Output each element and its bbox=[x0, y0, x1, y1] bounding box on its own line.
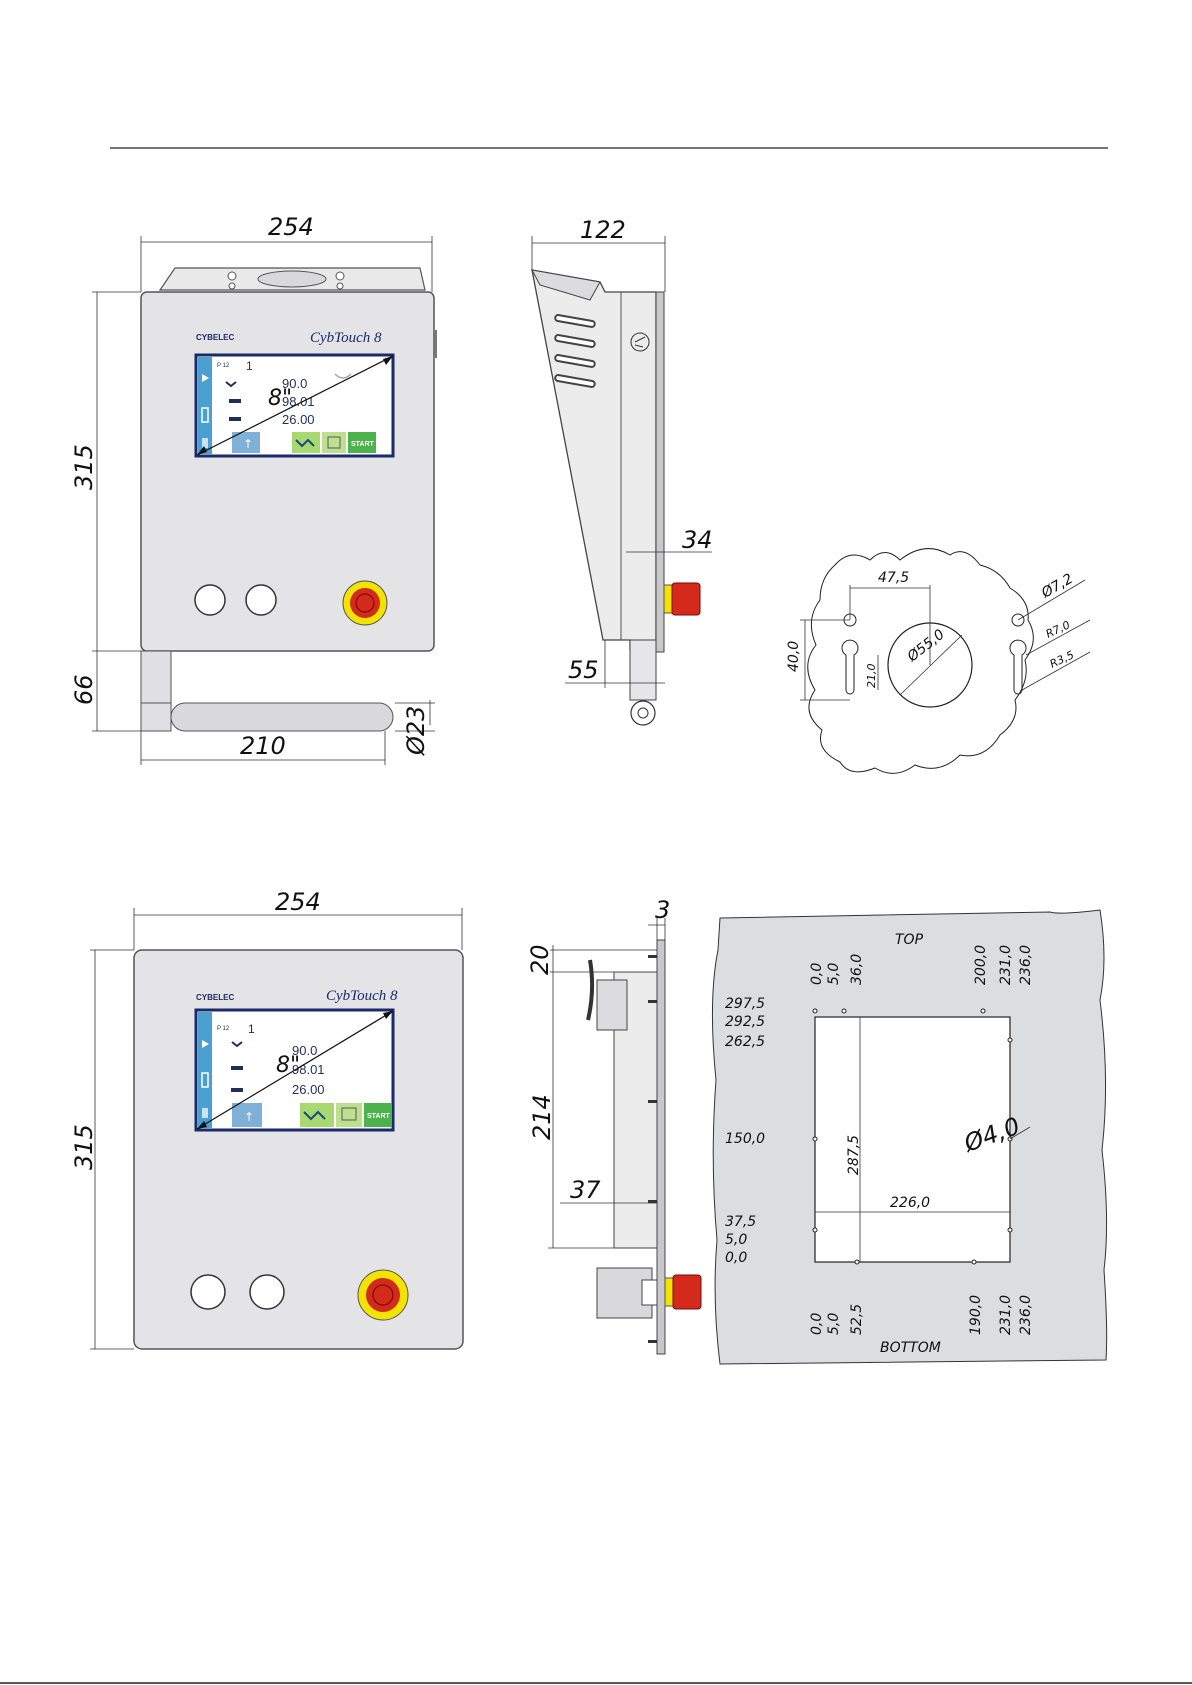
cutout-bottom-x-0: 0,0 bbox=[809, 1313, 825, 1335]
cutout-left-y-2: 262,5 bbox=[725, 1034, 765, 1050]
emergency-stop-bottom bbox=[357, 1269, 409, 1321]
screen-value-x: 98.01 bbox=[282, 394, 315, 409]
model-name-top: CybTouch 8 bbox=[310, 330, 382, 346]
model-name-bottom: CybTouch 8 bbox=[326, 988, 398, 1004]
dim-width-bottom: 254 bbox=[275, 888, 321, 916]
screen-value-x-bottom: 98.01 bbox=[292, 1062, 325, 1077]
cutout-top-x-2: 36,0 bbox=[849, 954, 865, 985]
screen-value-y: 26.00 bbox=[282, 412, 315, 427]
dim-width-top: 254 bbox=[268, 213, 314, 241]
screen-value-y-bottom: 26.00 bbox=[292, 1082, 325, 1097]
cutout-left-y-1: 292,5 bbox=[725, 1014, 765, 1030]
emergency-stop-top bbox=[342, 580, 388, 626]
dim-arm-length: 210 bbox=[240, 732, 286, 760]
cutout-left-y-0: 297,5 bbox=[725, 996, 765, 1012]
brand-logo-bottom: CYBELEC bbox=[196, 993, 234, 1002]
svg-text:↑: ↑ bbox=[243, 437, 253, 451]
cutout-top-x-4: 231,0 bbox=[998, 945, 1014, 985]
cutout-inner-height: 287,5 bbox=[846, 1135, 862, 1175]
dim-arm-diameter: Ø23 bbox=[402, 706, 430, 756]
cutout-inner-width: 226,0 bbox=[890, 1195, 930, 1211]
dim-box-depth: 37 bbox=[570, 1176, 601, 1204]
mounting-hole-detail: 47,5 40,0 21,0 Ø55,0 Ø7,2 R7,0 R3,5 bbox=[786, 548, 1091, 774]
dim-hole-spacing-x: 47,5 bbox=[878, 570, 909, 586]
screen-program: P 12 bbox=[217, 363, 230, 369]
cutout-left-y-5: 5,0 bbox=[725, 1232, 747, 1248]
white-button-3 bbox=[190, 1274, 226, 1310]
cutout-bottom-x-2: 52,5 bbox=[849, 1304, 865, 1335]
cutout-bottom-x-5: 236,0 bbox=[1018, 1295, 1034, 1335]
cutout-bottom-label: BOTTOM bbox=[880, 1340, 941, 1356]
cutout-top-x-3: 200,0 bbox=[973, 945, 989, 985]
cutout-left-y-3: 150,0 bbox=[725, 1131, 765, 1147]
dim-height-top: 315 bbox=[70, 444, 98, 490]
panel-cutout-drawing: TOP BOTTOM 0,0 5,0 36,0 200,0 231,0 236,… bbox=[711, 909, 1108, 1365]
cutout-left-y-4: 37,5 bbox=[725, 1214, 756, 1230]
screen-size-label-bottom: 8" bbox=[276, 1053, 300, 1078]
dim-hole-diameter: Ø7,2 bbox=[1038, 571, 1076, 602]
dim-top-offset: 20 bbox=[526, 944, 554, 975]
dim-offset-34: 34 bbox=[682, 526, 713, 554]
dim-offset-55: 55 bbox=[568, 656, 599, 684]
white-button-4 bbox=[249, 1274, 285, 1310]
cutout-top-x-0: 0,0 bbox=[809, 963, 825, 985]
side-view: 122 34 55 bbox=[531, 216, 713, 726]
cutout-bottom-x-4: 231,0 bbox=[998, 1295, 1014, 1335]
white-button-1 bbox=[194, 584, 226, 616]
screen-size-label: 8" bbox=[268, 386, 292, 411]
screen-value-angle-bottom: 90.0 bbox=[292, 1043, 317, 1058]
panel-side-view: 3 20 214 37 bbox=[526, 896, 702, 1355]
brand-logo-top: CYBELEC bbox=[196, 333, 234, 342]
dim-hole-spacing-y: 40,0 bbox=[786, 641, 802, 672]
front-view-panel-mount: CYBELEC CybTouch 8 P 12 1 90.0 98.01 26.… bbox=[70, 888, 464, 1350]
screen-program-bottom: P 12 bbox=[217, 1026, 230, 1032]
dim-arm-height: 66 bbox=[70, 674, 98, 705]
screen-start: START bbox=[351, 441, 375, 448]
cutout-top-x-5: 236,0 bbox=[1018, 945, 1034, 985]
cutout-left-y-6: 0,0 bbox=[725, 1250, 747, 1266]
cutout-bottom-x-3: 190,0 bbox=[968, 1295, 984, 1335]
cutout-top-x-1: 5,0 bbox=[826, 963, 842, 985]
screen-value-angle: 90.0 bbox=[282, 376, 307, 391]
cutout-top-label: TOP bbox=[895, 932, 924, 948]
dim-box-height: 214 bbox=[528, 1094, 556, 1140]
dim-height-bottom: 315 bbox=[70, 1124, 98, 1170]
dim-panel-thickness: 3 bbox=[655, 896, 670, 924]
cutout-bottom-x-1: 5,0 bbox=[826, 1313, 842, 1335]
dim-slot-length: 21,0 bbox=[865, 664, 878, 689]
screen-step-bottom: 1 bbox=[248, 1022, 255, 1036]
screen-start-bottom: START bbox=[367, 1113, 391, 1120]
front-view-with-arm: CYBELEC CybTouch 8 P 12 1 90.0 98.01 26.… bbox=[70, 213, 437, 765]
svg-text:↑: ↑ bbox=[244, 1110, 254, 1124]
screen-step: 1 bbox=[246, 359, 253, 373]
dim-depth: 122 bbox=[580, 216, 626, 244]
white-button-2 bbox=[245, 584, 277, 616]
